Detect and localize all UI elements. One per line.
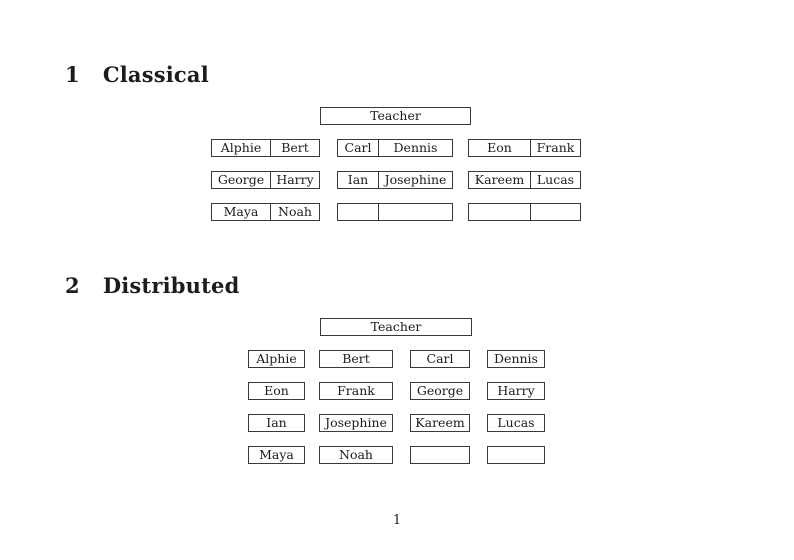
desk-box: Noah bbox=[319, 446, 393, 464]
desk-seat: Carl bbox=[344, 140, 372, 155]
desk-seat: George bbox=[217, 172, 265, 187]
desk-box: Harry bbox=[487, 382, 545, 400]
desk-box: Maya bbox=[248, 446, 305, 464]
desk-box: Josephine bbox=[319, 414, 393, 432]
desk-box: Frank bbox=[319, 382, 393, 400]
desk-seat: Dennis bbox=[378, 140, 452, 156]
desk-box: Bert bbox=[319, 350, 393, 368]
desk-seat: Bert bbox=[270, 140, 319, 156]
desk-box: Carl bbox=[410, 350, 470, 368]
section-title: Distributed bbox=[102, 273, 240, 298]
desk-seat: Alphie bbox=[220, 140, 262, 155]
desk-seat bbox=[378, 204, 452, 220]
desk-box: Alphie bbox=[248, 350, 305, 368]
desk-seat bbox=[338, 204, 378, 220]
teacher-box: Teacher bbox=[320, 318, 472, 336]
desk-box: Dennis bbox=[487, 350, 545, 368]
desk-pair: Maya Noah bbox=[211, 203, 320, 221]
desk-pair-empty bbox=[337, 203, 453, 221]
desk-pair: George Harry bbox=[211, 171, 320, 189]
desk-pair: Ian Josephine bbox=[337, 171, 453, 189]
desk-box: Eon bbox=[248, 382, 305, 400]
desk-box-empty bbox=[487, 446, 545, 464]
desk-seat: Maya bbox=[223, 204, 259, 219]
desk-seat: Kareem bbox=[474, 172, 525, 187]
desk-seat: Frank bbox=[530, 140, 580, 156]
desk-seat: Lucas bbox=[530, 172, 580, 188]
desk-pair-empty bbox=[468, 203, 581, 221]
desk-pair: Eon Frank bbox=[468, 139, 581, 157]
desk-seat: Noah bbox=[270, 204, 319, 220]
section-heading-distributed: 2 Distributed bbox=[65, 273, 239, 298]
teacher-box: Teacher bbox=[320, 107, 471, 125]
desk-seat: Ian bbox=[347, 172, 369, 187]
page-number: 1 bbox=[392, 513, 402, 528]
section-heading-classical: 1 Classical bbox=[65, 62, 209, 87]
desk-box: Lucas bbox=[487, 414, 545, 432]
section-number: 1 bbox=[65, 62, 80, 87]
desk-seat: Eon bbox=[487, 140, 512, 155]
desk-seat: Josephine bbox=[378, 172, 452, 188]
desk-seat: Harry bbox=[270, 172, 319, 188]
desk-pair: Kareem Lucas bbox=[468, 171, 581, 189]
desk-box: Kareem bbox=[410, 414, 470, 432]
desk-box: Ian bbox=[248, 414, 305, 432]
desk-pair: Carl Dennis bbox=[337, 139, 453, 157]
desk-seat bbox=[530, 204, 580, 220]
desk-box-empty bbox=[410, 446, 470, 464]
section-number: 2 bbox=[65, 273, 80, 298]
desk-box: George bbox=[410, 382, 470, 400]
desk-pair: Alphie Bert bbox=[211, 139, 320, 157]
desk-seat bbox=[469, 204, 530, 220]
section-title: Classical bbox=[102, 62, 209, 87]
